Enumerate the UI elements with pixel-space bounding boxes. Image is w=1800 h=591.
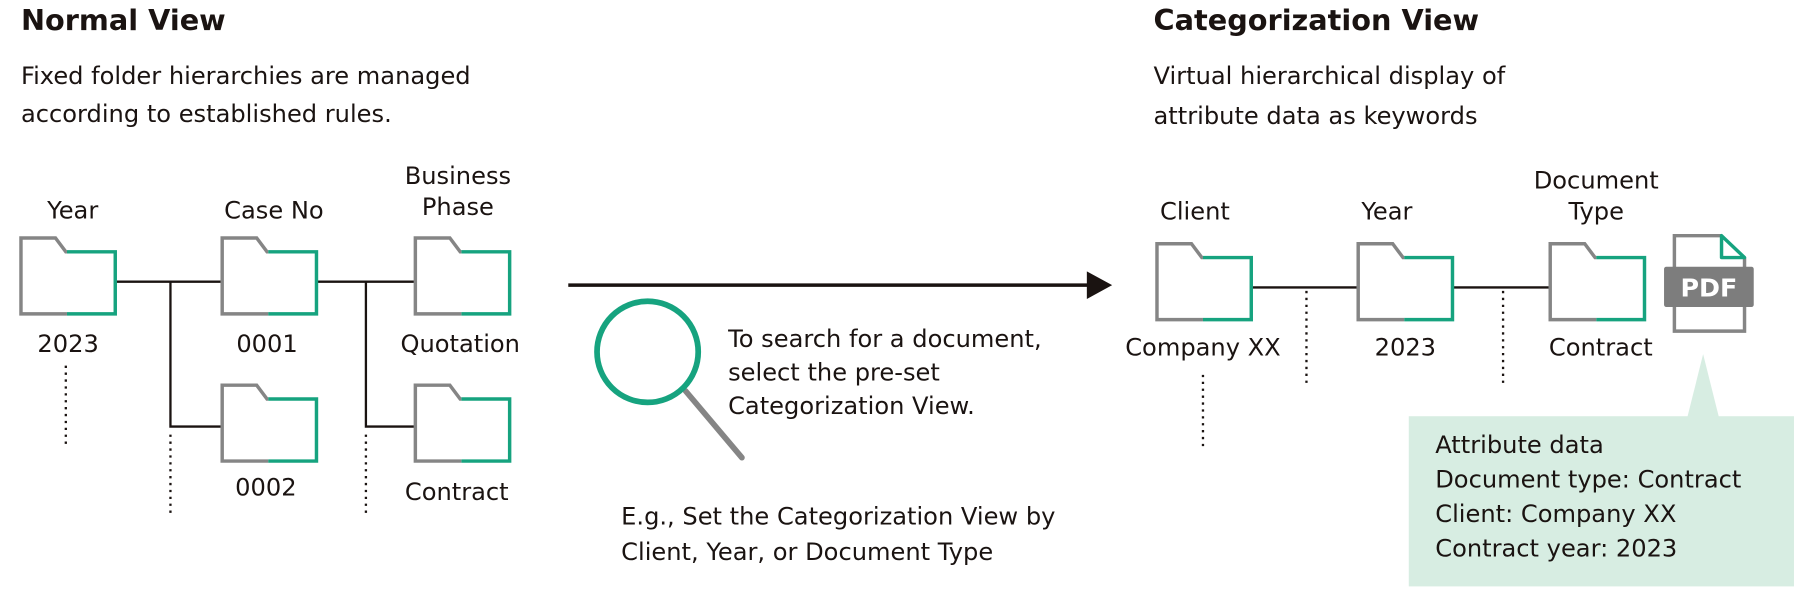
level-label-case-no: Case No [224, 196, 324, 224]
folder-label: 0002 [235, 474, 296, 502]
level-label-year: Year [1360, 198, 1412, 226]
level-label-business-phase: Business [405, 162, 511, 190]
folder-icon[interactable] [413, 236, 512, 316]
folder-label: 2023 [37, 330, 98, 358]
folder-label: Contract [1549, 333, 1653, 361]
categorization-view-title: Categorization View [1154, 3, 1480, 37]
arrow-right-icon [568, 271, 1113, 299]
folder-icon[interactable] [1155, 242, 1253, 322]
folder-icon[interactable] [1548, 242, 1647, 322]
normal-view-title: Normal View [21, 3, 226, 37]
attribute-callout: Attribute data Document type: Contract C… [1408, 354, 1794, 587]
example-line: Client, Year, or Document Type [621, 538, 993, 566]
level-label-year: Year [46, 196, 98, 224]
pdf-file-icon[interactable]: PDF [1664, 233, 1754, 333]
folder-label: 2023 [1375, 333, 1436, 361]
level-label-document-type: Document [1534, 167, 1659, 195]
callout-line: Attribute data [1435, 431, 1604, 459]
level-label-document-type: Type [1567, 198, 1623, 226]
search-note-line: Categorization View. [728, 392, 975, 420]
folder-label: Company XX [1125, 333, 1281, 361]
folder-icon[interactable] [19, 236, 117, 316]
normal-view-description-line: Fixed folder hierarchies are managed [21, 62, 471, 90]
callout-line: Contract year: 2023 [1435, 535, 1677, 563]
folder-label: Contract [405, 478, 509, 506]
folder-label: 0001 [236, 330, 297, 358]
callout-line: Document type: Contract [1435, 466, 1741, 494]
search-note-line: To search for a document, [727, 325, 1042, 353]
level-label-client: Client [1160, 198, 1230, 226]
folder-icon[interactable] [1356, 242, 1455, 322]
pdf-label: PDF [1680, 274, 1737, 303]
folder-icon[interactable] [220, 236, 319, 316]
example-line: E.g., Set the Categorization View by [621, 502, 1055, 530]
search-note-line: select the pre-set [728, 359, 940, 387]
callout-line: Client: Company XX [1435, 500, 1676, 528]
folder-icon[interactable] [413, 383, 512, 463]
folder-icon[interactable] [220, 383, 319, 463]
normal-view-description-line: according to established rules. [21, 100, 392, 128]
magnifier-icon [594, 298, 745, 461]
categorization-view-description-line: Virtual hierarchical display of [1154, 62, 1506, 90]
categorization-view-description-line: attribute data as keywords [1154, 102, 1478, 130]
folder-label: Quotation [400, 330, 520, 358]
level-label-business-phase: Phase [422, 193, 494, 221]
